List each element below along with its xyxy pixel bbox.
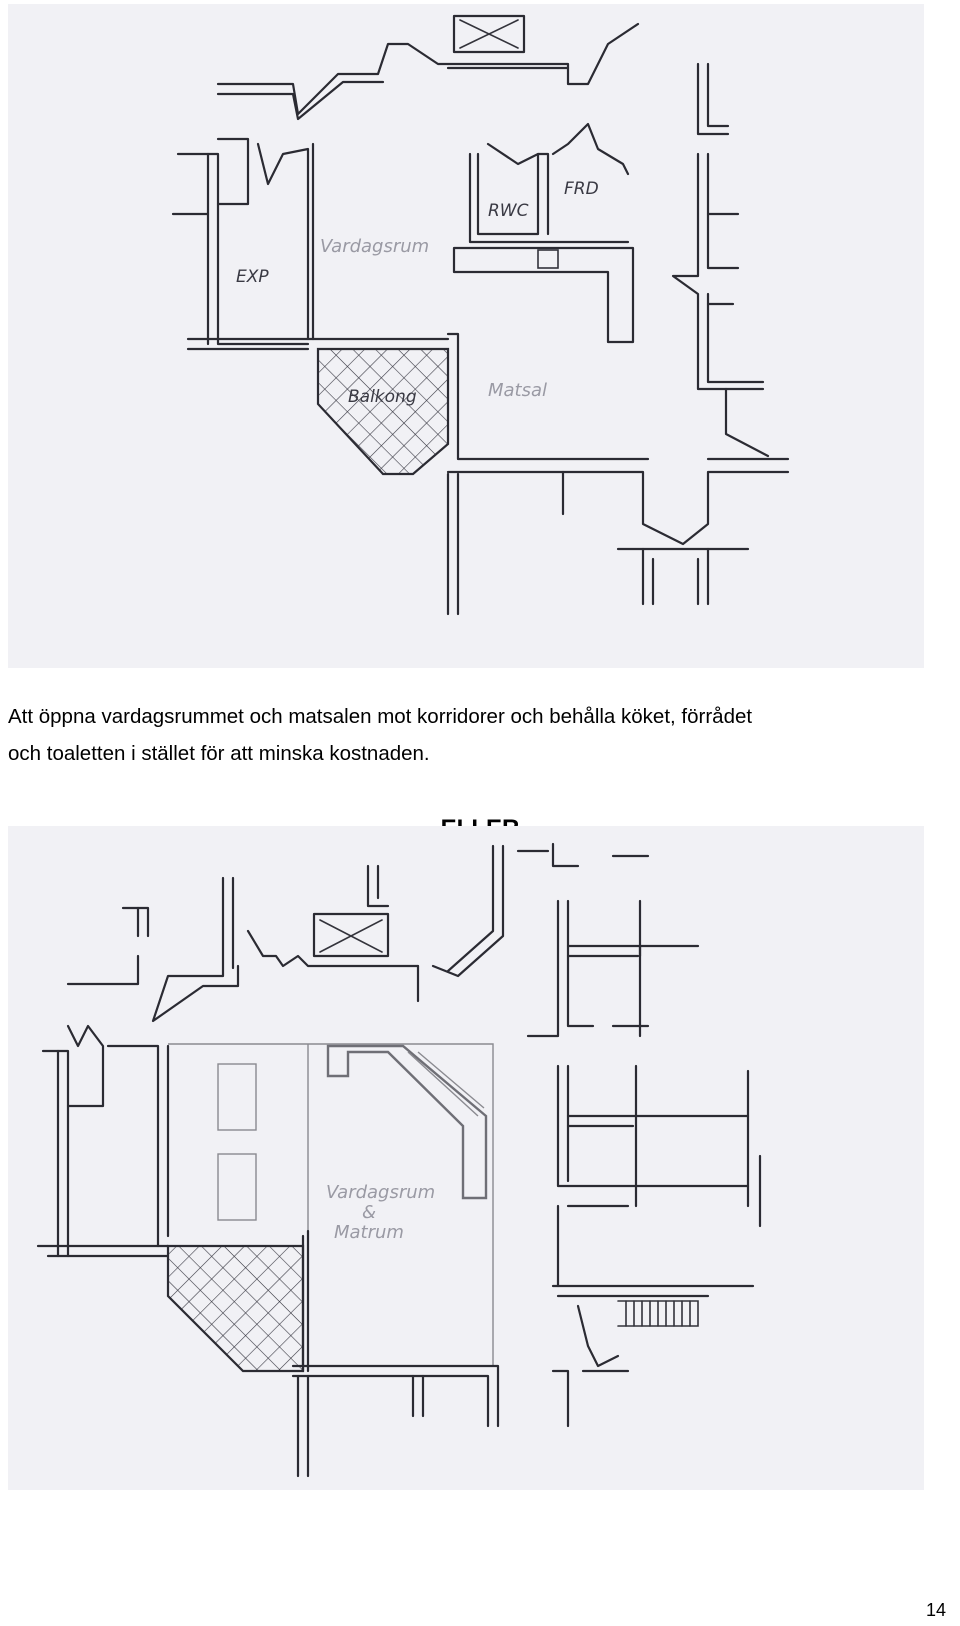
- label-exp: EXP: [236, 267, 269, 287]
- caption-line-1: Att öppna vardagsrummet och matsalen mot…: [8, 705, 753, 728]
- elevator-shaft: [452, 14, 526, 54]
- label-ampersand: &: [362, 1202, 376, 1223]
- label-vardagsrum: Vardagsrum: [320, 236, 429, 257]
- caption: Att öppna vardagsrummet och matsalen mot…: [8, 698, 938, 772]
- caption-line-2: och toaletten i stället för att minska k…: [8, 742, 430, 765]
- page-number: 14: [925, 1600, 946, 1620]
- label-frd: FRD: [564, 179, 599, 199]
- label-vardagsrum: Vardagsrum: [326, 1182, 435, 1203]
- floor-plan-sketch-bottom: Vardagsrum & Matrum: [8, 826, 924, 1490]
- floor-plan-drawing-bottom: Vardagsrum & Matrum: [36, 842, 762, 1478]
- label-balkong: Balkong: [348, 387, 417, 407]
- label-matrum: Matrum: [334, 1222, 404, 1243]
- floor-plan-drawing-top: EXP Vardagsrum RWC FRD Balkong Matsal: [171, 14, 790, 616]
- label-matsal: Matsal: [488, 380, 547, 401]
- floor-plan-sketch-top: EXP Vardagsrum RWC FRD Balkong Matsal: [8, 4, 924, 668]
- elevator-shaft: [312, 912, 390, 958]
- label-rwc: RWC: [488, 201, 529, 221]
